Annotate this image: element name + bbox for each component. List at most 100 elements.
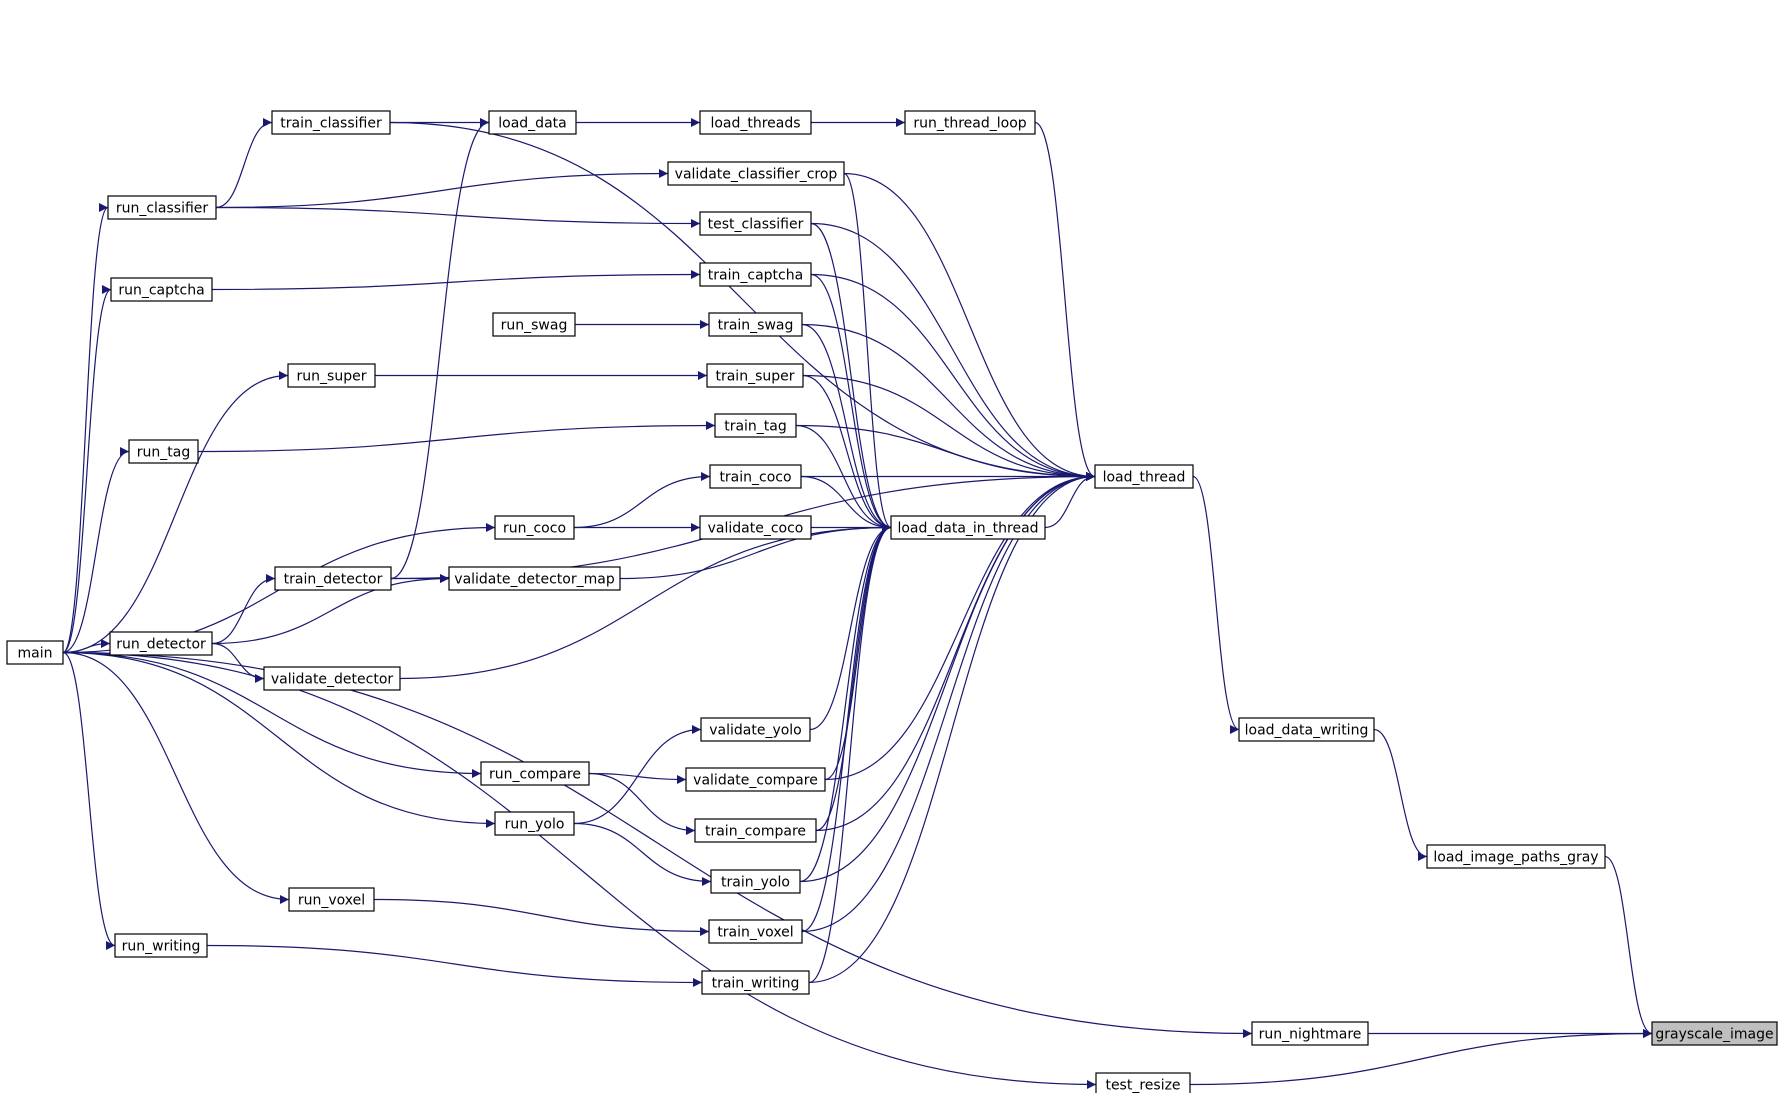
edge-test_resize-to-grayscale_image	[1189, 1029, 1653, 1086]
node-train_writing[interactable]: train_writing	[701, 970, 810, 995]
node-test_classifier[interactable]: test_classifier	[699, 211, 812, 236]
node-run_yolo[interactable]: run_yolo	[494, 811, 575, 836]
node-box	[128, 439, 199, 464]
node-validate_detector_map[interactable]: validate_detector_map	[448, 566, 621, 591]
edge-test_classifier-to-load_thread	[810, 222, 1096, 481]
node-run_swag[interactable]: run_swag	[492, 312, 576, 337]
node-train_captcha[interactable]: train_captcha	[699, 262, 812, 287]
node-train_voxel[interactable]: train_voxel	[708, 919, 803, 944]
node-run_coco[interactable]: run_coco	[494, 515, 575, 540]
node-label: train_tag	[724, 419, 787, 435]
edge-run_voxel-to-train_voxel	[373, 898, 710, 936]
edge-main-to-test_resize	[62, 651, 1097, 1089]
node-run_compare[interactable]: run_compare	[480, 761, 590, 786]
node-run_detector[interactable]: run_detector	[109, 631, 213, 656]
edge-train_detector-to-load_data	[390, 118, 490, 580]
edge-train_tag-to-load_thread	[795, 424, 1096, 481]
node-validate_detector[interactable]: validate_detector	[263, 666, 401, 691]
node-train_detector[interactable]: train_detector	[274, 566, 392, 591]
edge-validate_detector-to-load_data_in_thread	[399, 523, 892, 680]
edge-validate_yolo-to-load_data_in_thread	[809, 523, 892, 731]
node-label: train_classifier	[280, 116, 382, 132]
node-load_thread[interactable]: load_thread	[1094, 464, 1194, 489]
node-box	[714, 413, 797, 438]
node-label: load_image_paths_gray	[1433, 850, 1598, 866]
edge-load_image_paths_gray-to-grayscale_image	[1604, 855, 1653, 1038]
node-load_data_in_thread[interactable]: load_data_in_thread	[890, 515, 1046, 540]
node-label: train_super	[715, 369, 794, 385]
node-label: load_data_in_thread	[897, 521, 1038, 537]
node-run_super[interactable]: run_super	[287, 363, 376, 388]
edge-run_compare-to-train_compare	[588, 772, 696, 835]
node-label: validate_compare	[693, 773, 818, 789]
node-label: load_data_writing	[1245, 723, 1369, 739]
node-test_resize[interactable]: test_resize	[1095, 1072, 1191, 1093]
edge-run_classifier-to-validate_classifier_crop	[215, 169, 669, 209]
node-box	[890, 515, 1046, 540]
node-label: run_classifier	[116, 201, 209, 217]
edge-validate_classifier_crop-to-load_data_in_thread	[843, 172, 892, 532]
node-label: run_yolo	[505, 817, 565, 833]
node-train_super[interactable]: train_super	[706, 363, 804, 388]
node-grayscale_image[interactable]: grayscale_image	[1651, 1021, 1778, 1046]
node-label: load_data	[498, 116, 566, 132]
edge-validate_classifier_crop-to-load_thread	[843, 172, 1096, 481]
edge-train_voxel-to-load_thread	[801, 472, 1096, 933]
edge-train_captcha-to-load_data_in_thread	[810, 273, 892, 532]
node-box	[701, 970, 810, 995]
node-train_classifier[interactable]: train_classifier	[271, 110, 391, 135]
node-run_nightmare[interactable]: run_nightmare	[1251, 1021, 1369, 1046]
edge-load_thread-to-load_data_writing	[1192, 475, 1240, 734]
edge-train_yolo-to-load_thread	[799, 472, 1096, 883]
node-run_voxel[interactable]: run_voxel	[288, 887, 375, 912]
node-run_captcha[interactable]: run_captcha	[110, 277, 213, 302]
node-box	[480, 761, 590, 786]
edge-train_captcha-to-load_thread	[810, 273, 1096, 481]
node-label: test_classifier	[708, 217, 804, 233]
node-train_coco[interactable]: train_coco	[709, 464, 802, 489]
edge-run_coco-to-train_coco	[573, 472, 711, 529]
node-run_classifier[interactable]: run_classifier	[107, 195, 217, 220]
node-box	[708, 919, 803, 944]
node-box	[904, 110, 1036, 135]
node-run_writing[interactable]: run_writing	[114, 933, 208, 958]
node-train_compare[interactable]: train_compare	[694, 818, 817, 843]
edge-train_writing-to-load_thread	[808, 472, 1096, 984]
node-load_threads[interactable]: load_threads	[699, 110, 812, 135]
node-box	[1651, 1021, 1778, 1046]
edge-main-to-run_writing	[62, 651, 116, 950]
node-box	[488, 110, 577, 135]
node-load_data[interactable]: load_data	[488, 110, 577, 135]
edge-run_detector-to-train_detector	[211, 574, 276, 645]
node-box	[263, 666, 401, 691]
node-run_tag[interactable]: run_tag	[128, 439, 199, 464]
node-train_yolo[interactable]: train_yolo	[710, 869, 801, 894]
edge-run_classifier-to-test_classifier	[215, 206, 701, 228]
node-box	[708, 312, 803, 337]
node-label: run_tag	[137, 445, 190, 461]
node-load_data_writing[interactable]: load_data_writing	[1238, 717, 1375, 742]
node-box	[448, 566, 621, 591]
node-validate_coco[interactable]: validate_coco	[699, 515, 812, 540]
node-validate_compare[interactable]: validate_compare	[685, 767, 826, 792]
node-box	[6, 640, 64, 665]
node-run_thread_loop[interactable]: run_thread_loop	[904, 110, 1036, 135]
edge-validate_compare-to-load_data_in_thread	[824, 523, 892, 781]
node-validate_yolo[interactable]: validate_yolo	[700, 717, 811, 742]
node-box	[114, 933, 208, 958]
node-box	[271, 110, 391, 135]
node-validate_classifier_crop[interactable]: validate_classifier_crop	[667, 161, 845, 186]
node-label: load_threads	[710, 116, 800, 132]
node-box	[1095, 1072, 1191, 1093]
node-label: validate_detector_map	[454, 572, 615, 588]
node-train_swag[interactable]: train_swag	[708, 312, 803, 337]
node-label: validate_coco	[708, 521, 804, 537]
node-train_tag[interactable]: train_tag	[714, 413, 797, 438]
edge-main-to-run_tag	[62, 447, 130, 654]
edge-train_super-to-load_thread	[802, 374, 1096, 481]
node-box	[1426, 844, 1606, 869]
node-load_image_paths_gray[interactable]: load_image_paths_gray	[1426, 844, 1606, 869]
edge-main-to-run_compare	[62, 651, 482, 778]
node-main[interactable]: main	[6, 640, 64, 665]
